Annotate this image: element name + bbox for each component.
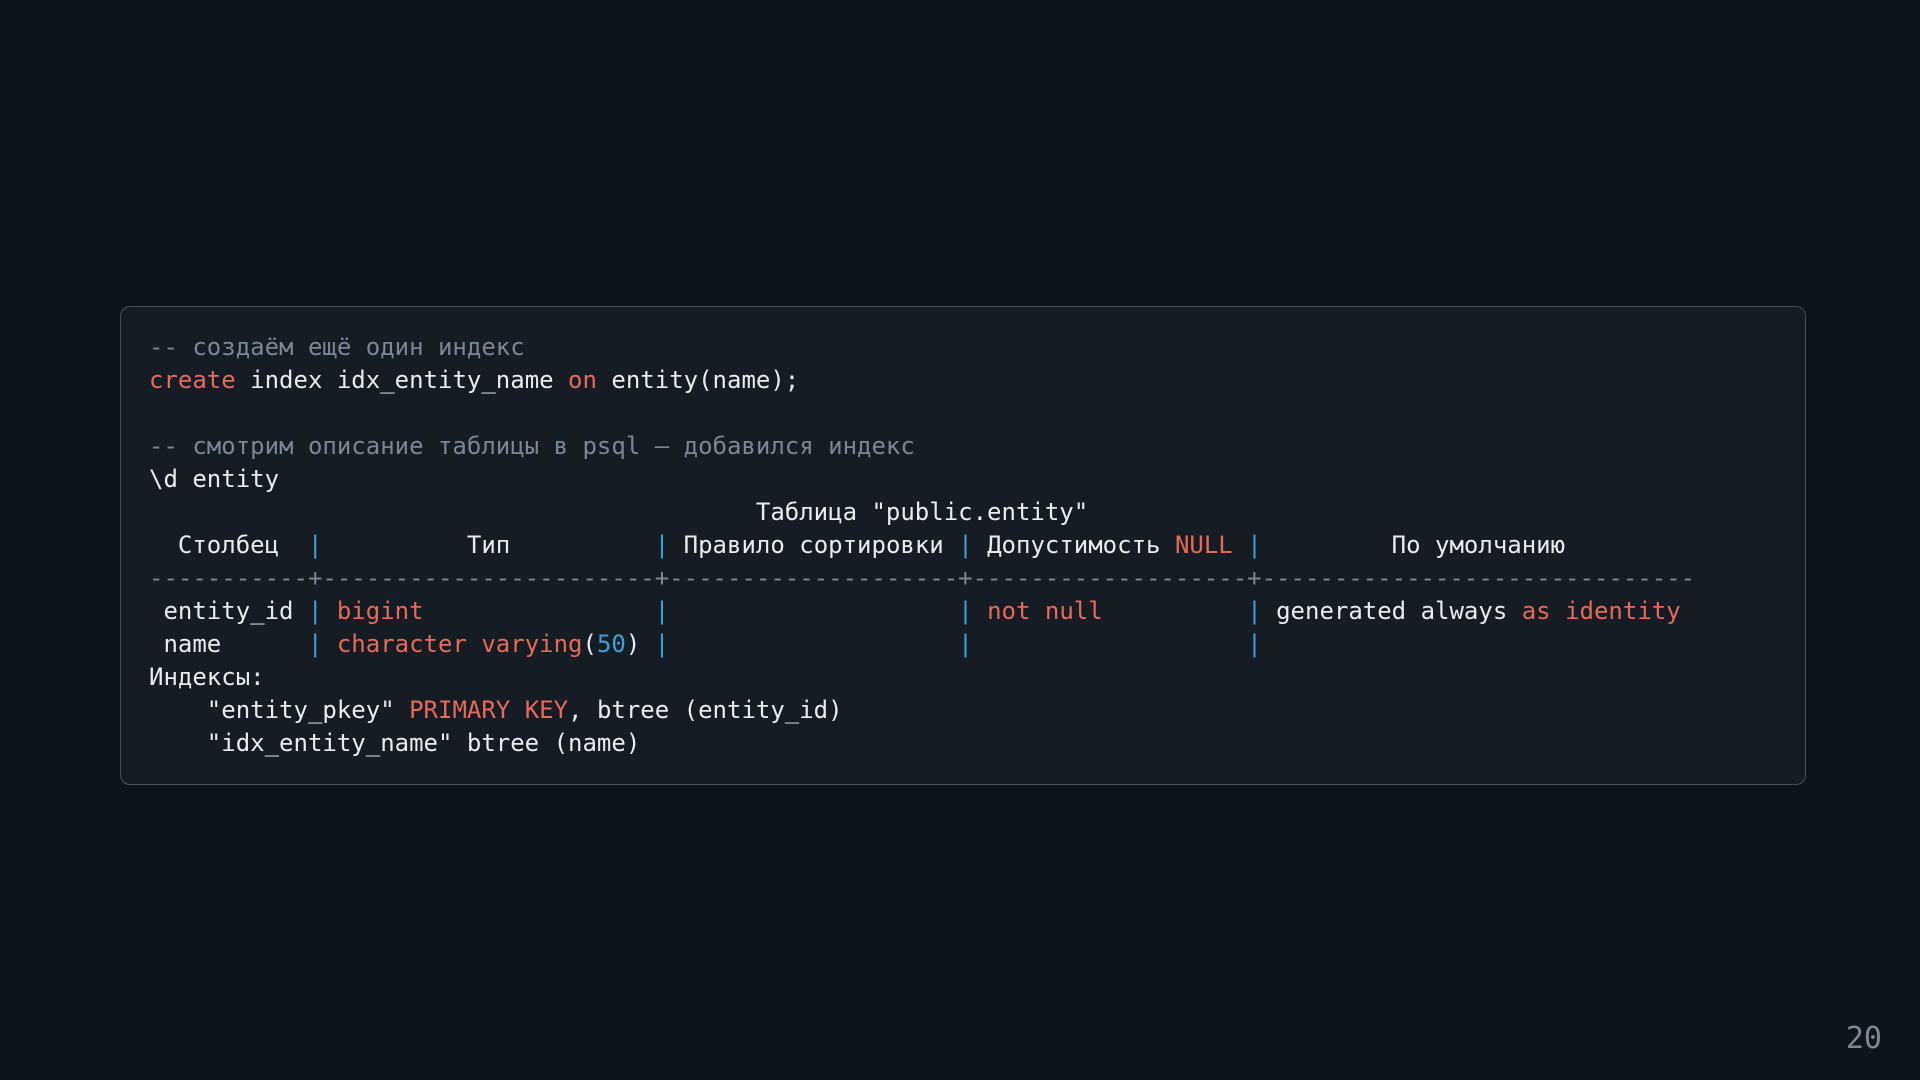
code-token-keyword: NULL <box>1174 531 1233 559</box>
code-line: -----------+-----------------------+----… <box>149 562 1777 595</box>
code-token-keyword: create <box>149 366 236 394</box>
code-token-text: generated always <box>1261 597 1522 625</box>
code-token-keyword: bigint <box>336 597 424 625</box>
code-token-text: Таблица "public.entity" <box>149 498 1089 526</box>
code-token-text <box>973 597 987 625</box>
code-token-keyword: on <box>568 366 597 394</box>
code-token-text <box>1233 531 1247 559</box>
code-line: -- смотрим описание таблицы в psql — доб… <box>149 430 1777 463</box>
code-block: -- создаём ещё один индекс create index i… <box>149 331 1777 760</box>
code-token-text <box>424 597 655 625</box>
code-token-text: Тип <box>322 531 655 559</box>
code-line: \d entity <box>149 463 1777 496</box>
code-token-text: \d entity <box>149 465 280 493</box>
code-token-text: ) <box>625 630 655 658</box>
code-token-keyword: character varying <box>336 630 583 658</box>
code-token-text: "entity_pkey" <box>149 696 410 724</box>
code-token-keyword: PRIMARY KEY <box>409 696 569 724</box>
code-line: -- создаём ещё один индекс <box>149 331 1777 364</box>
code-token-keyword: as identity <box>1521 597 1681 625</box>
code-token-muted: -----------+-----------------------+----… <box>149 564 1696 592</box>
code-token-text: Столбец <box>149 531 308 559</box>
code-token-blue: | <box>307 597 323 625</box>
code-token-blue: | <box>1247 531 1262 559</box>
code-token-text <box>322 630 336 658</box>
code-token-text <box>669 597 958 625</box>
code-line: Индексы: <box>149 661 1777 694</box>
code-line: Таблица "public.entity" <box>149 496 1777 529</box>
code-token-text: "idx_entity_name" btree (name) <box>149 729 641 757</box>
code-token-text <box>973 630 1248 658</box>
code-token-text: entity(name); <box>596 366 800 394</box>
code-panel: -- создаём ещё один индекс create index i… <box>120 306 1806 785</box>
code-token-text: Допустимость <box>972 531 1175 559</box>
code-token-blue: | <box>654 597 670 625</box>
code-token-blue: | <box>654 630 670 658</box>
code-line: "idx_entity_name" btree (name) <box>149 727 1777 760</box>
code-line: Столбец | Тип | Правило сортировки | Доп… <box>149 529 1777 562</box>
code-token-blue: | <box>958 531 973 559</box>
code-token-text <box>1103 597 1248 625</box>
code-token-text: По умолчанию <box>1261 531 1566 559</box>
code-token-text: ( <box>582 630 597 658</box>
code-token-text: entity_id <box>149 597 308 625</box>
code-line: name | character varying(50) | | | <box>149 628 1777 661</box>
code-token-text: , btree (entity_id) <box>568 696 843 724</box>
page-number: 20 <box>1845 1021 1882 1056</box>
code-token-text: name <box>149 630 308 658</box>
code-token-text: Индексы: <box>149 663 265 691</box>
code-line: "entity_pkey" PRIMARY KEY, btree (entity… <box>149 694 1777 727</box>
code-line <box>149 397 1777 430</box>
code-token-text: Правило сортировки <box>669 531 959 559</box>
code-token-text <box>669 630 958 658</box>
code-line: create index idx_entity_name on entity(n… <box>149 364 1777 397</box>
code-token-comment: -- смотрим описание таблицы в psql — доб… <box>149 432 915 460</box>
code-token-blue: | <box>1247 630 1262 658</box>
code-token-blue: | <box>958 630 973 658</box>
code-token-blue: | <box>654 531 670 559</box>
code-token-blue: | <box>958 597 973 625</box>
code-token-text: index idx_entity_name <box>235 366 569 394</box>
code-token-blue: | <box>307 630 323 658</box>
code-token-keyword: not null <box>987 597 1103 625</box>
code-token-blue: | <box>307 531 323 559</box>
code-token-comment: -- создаём ещё один индекс <box>149 333 525 361</box>
code-token-text <box>322 597 336 625</box>
code-token-blue: 50 <box>596 630 626 658</box>
code-line: entity_id | bigint | | not null | genera… <box>149 595 1777 628</box>
code-token-blue: | <box>1247 597 1262 625</box>
